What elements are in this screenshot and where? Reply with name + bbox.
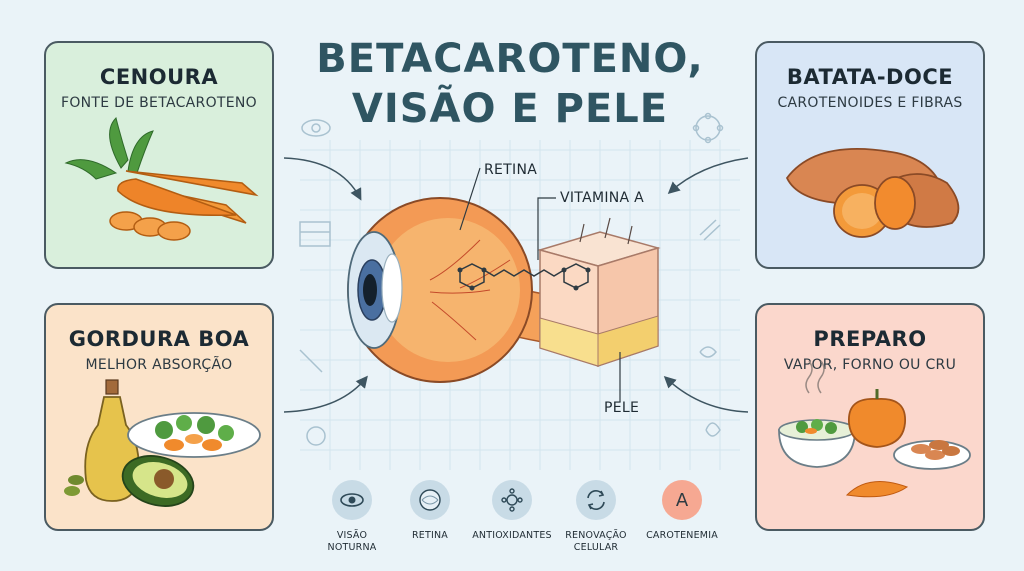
benefit-night-vision-line1: VISÃO <box>336 530 368 541</box>
benefit-cell-renewal-line2: CELULAR <box>573 542 619 553</box>
benefit-antioxidants-line1: ANTIOXIDANTES <box>472 530 552 541</box>
skin-block <box>537 217 661 368</box>
carotenemia-glyph: A <box>675 489 689 511</box>
olive-oil-avocado-icon <box>64 379 261 507</box>
benefit-antioxidants: ANTIOXIDANTES <box>470 480 554 542</box>
eye-skin-diagram <box>347 167 661 402</box>
card-good-fat: GORDURA BOA MELHOR ABSORÇÃO <box>44 303 274 531</box>
card-preparation-subtitle: VAPOR, FORNO OU CRU <box>783 357 957 373</box>
retina-icon <box>410 480 450 520</box>
card-sweet-potato-subtitle: CAROTENOIDES E FIBRAS <box>777 95 963 111</box>
benefit-carotenemia-line1: CAROTENEMIA <box>646 530 718 541</box>
card-carrot: CENOURA FONTE DE BETACAROTENO <box>44 41 274 269</box>
arrow-fat <box>283 375 368 413</box>
arrow-prep <box>663 375 749 413</box>
label-vitamin-a: VITAMINA A <box>560 190 645 206</box>
retina-leader <box>459 167 481 231</box>
card-preparation: PREPARO VAPOR, FORNO OU CRU <box>755 303 985 531</box>
antioxidant-icon <box>492 480 532 520</box>
title-line-2: VISÃO E PELE <box>351 86 669 132</box>
card-good-fat-title: GORDURA BOA <box>68 327 250 351</box>
card-sweet-potato: BATATA-DOCE CAROTENOIDES E FIBRAS <box>755 41 985 269</box>
card-sweet-potato-title: BATATA-DOCE <box>786 65 954 89</box>
benefit-cell-renewal-line1: RENOVAÇÃO <box>565 530 627 541</box>
benefit-carotenemia: A CAROTENEMIA <box>640 480 724 542</box>
page-title: BETACAROTENO, VISÃO E PELE <box>290 34 730 134</box>
cooking-methods-icon <box>778 360 971 498</box>
label-retina: RETINA <box>484 162 538 178</box>
eye-icon <box>332 480 372 520</box>
card-good-fat-subtitle: MELHOR ABSORÇÃO <box>85 357 233 373</box>
sweet-potato-icon <box>785 148 960 238</box>
card-carrot-title: CENOURA <box>99 65 219 89</box>
arrow-carrot <box>283 157 362 201</box>
benefit-retina-line1: RETINA <box>411 530 448 541</box>
benefit-night-vision-line2: NOTURNA <box>327 542 377 553</box>
eye-ball <box>347 197 533 383</box>
label-skin: PELE <box>604 400 640 416</box>
arrow-sweet-potato <box>667 157 749 195</box>
beta-carotene-molecule <box>457 263 591 291</box>
vitamin-a-leader <box>537 197 556 260</box>
card-carrot-subtitle: FONTE DE BETACAROTENO <box>60 95 257 111</box>
benefit-retina: RETINA <box>388 480 472 542</box>
renewal-icon <box>576 480 616 520</box>
card-preparation-title: PREPARO <box>813 327 927 351</box>
carrot-icon <box>64 117 259 241</box>
carotenemia-icon: A <box>662 480 702 520</box>
title-line-1: BETACAROTENO, <box>316 36 704 82</box>
